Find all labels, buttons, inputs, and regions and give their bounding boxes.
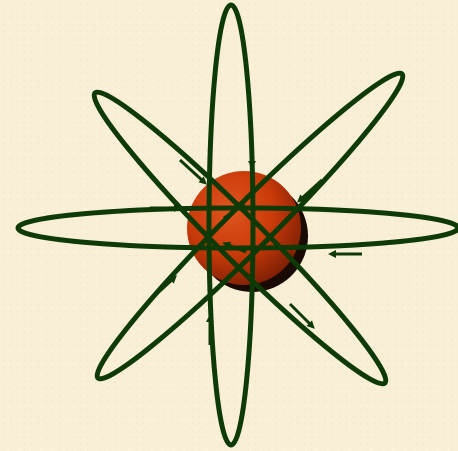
arrow-lower-left-diag [150, 278, 174, 300]
nucleus [187, 171, 301, 285]
